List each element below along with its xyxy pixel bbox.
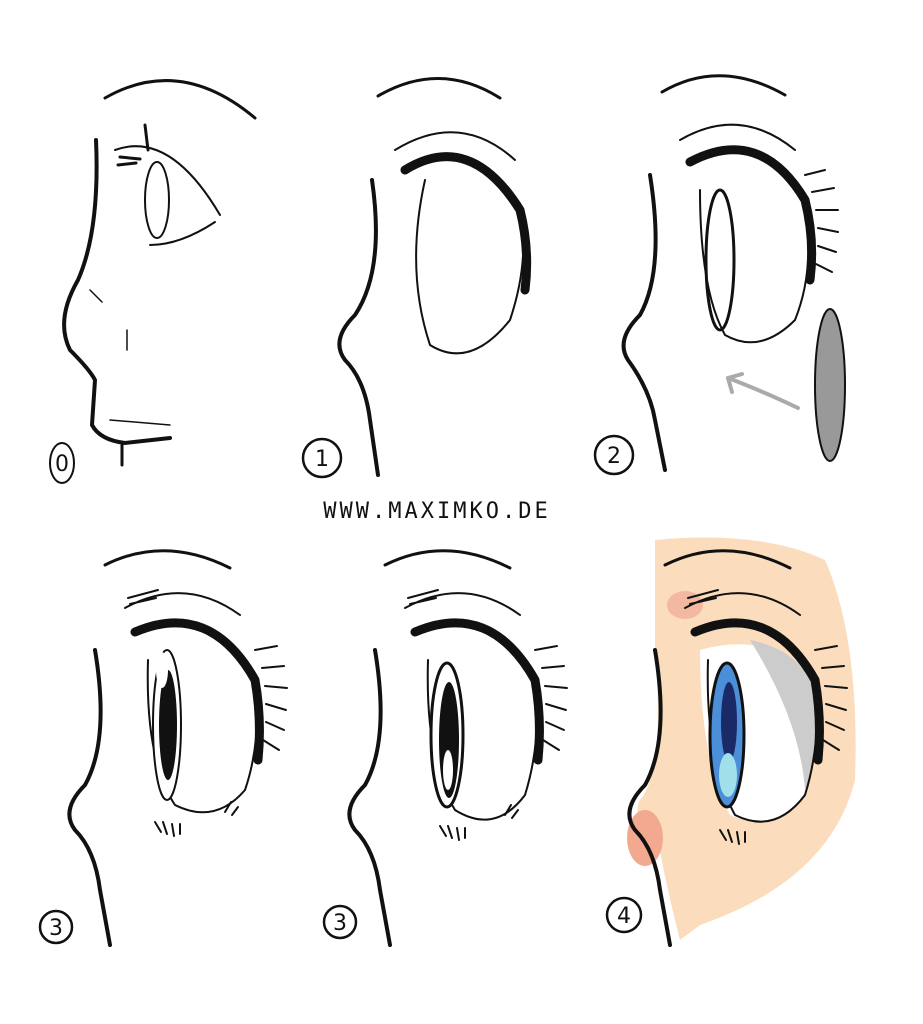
panel-step-2 bbox=[621, 74, 846, 472]
step-badge-2: 2 bbox=[593, 434, 635, 476]
step-number-badges: 0 1 2 3 3 4 bbox=[38, 434, 643, 945]
step-number: 3 bbox=[49, 916, 63, 941]
panel-step-4 bbox=[627, 537, 856, 947]
arrow-icon bbox=[726, 372, 800, 410]
panel-step-1 bbox=[337, 77, 532, 477]
panel-step-3b bbox=[347, 549, 568, 947]
step-badge-3b: 3 bbox=[322, 904, 358, 940]
step-badge-3a: 3 bbox=[38, 909, 74, 945]
step-badge-4: 4 bbox=[605, 896, 643, 934]
step-number: 2 bbox=[607, 444, 621, 469]
watermark-url: WWW.MAXIMKO.DE bbox=[323, 499, 550, 524]
panel-step-0 bbox=[62, 79, 257, 467]
step-badge-0: 0 bbox=[49, 442, 75, 484]
step-number: 4 bbox=[617, 904, 631, 929]
panel-step-3a bbox=[67, 549, 288, 947]
step-badge-1: 1 bbox=[301, 437, 343, 479]
step-number: 0 bbox=[55, 452, 69, 477]
step-number: 1 bbox=[315, 447, 329, 472]
step-number: 3 bbox=[333, 911, 347, 936]
